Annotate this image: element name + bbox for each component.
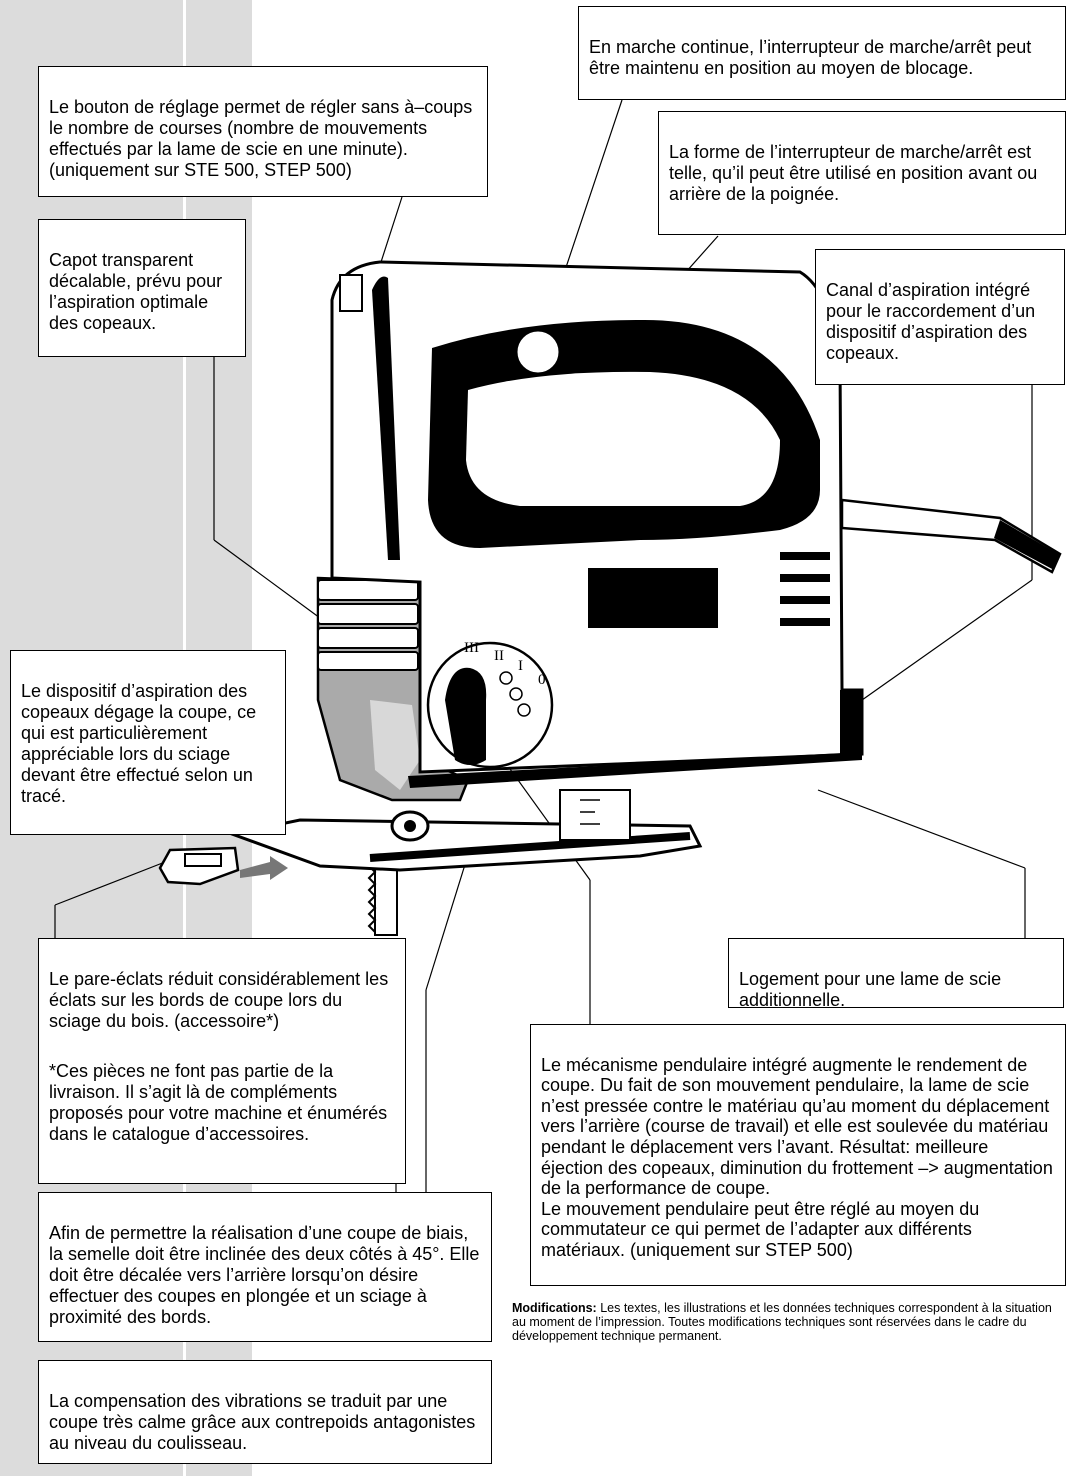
callout-lock-on: En marche continue, l’interrupteur de ma… (578, 6, 1066, 100)
blower-hood (316, 576, 470, 802)
power-cord (840, 498, 1062, 574)
callout-speed-dial: Le bouton de réglage permet de régler sa… (38, 66, 488, 197)
splinter-note-text: *Ces pièces ne font pas partie de la liv… (49, 1061, 388, 1144)
callout-dust-channel: Canal d’aspiration intégré pour le racco… (815, 249, 1065, 385)
housing (330, 260, 864, 788)
callout-pendulum: Le mécanisme pendulaire intégré augmente… (530, 1024, 1066, 1286)
callout-vibration: La compensation des vibrations se tradui… (38, 1360, 492, 1464)
pendulum-text: Le mécanisme pendulaire intégré augmente… (541, 1054, 1053, 1260)
lock-on-text: En marche continue, l’interrupteur de ma… (589, 37, 1032, 78)
dial-marks: III II I 0 (464, 640, 546, 688)
callout-blade-storage: Logement pour une lame de scie additionn… (728, 938, 1064, 1010)
callout-hood: Capot transparent décalable, prévu pour … (38, 219, 246, 357)
modifications-note: Modifications: Les textes, les illustrat… (512, 1301, 1052, 1343)
splinter-guard-text: Le pare-éclats réduit considérablement l… (49, 969, 389, 1031)
modifications-text: Les textes, les illustrations et les don… (512, 1301, 1052, 1343)
dust-channel-text: Canal d’aspiration intégré pour le racco… (826, 280, 1036, 363)
dial-mark-1: I (518, 658, 523, 674)
blade-storage-text: Logement pour une lame de scie additionn… (739, 969, 1002, 1010)
hood-text: Capot transparent décalable, prévu pour … (49, 250, 223, 333)
callout-blower: Le dispositif d’aspiration des copeaux d… (10, 650, 286, 835)
dial-mark-0: 0 (538, 672, 546, 688)
speed-dial-text: Le bouton de réglage permet de régler sa… (49, 97, 473, 180)
callout-switch-shape: La forme de l’interrupteur de marche/arr… (658, 111, 1066, 235)
modifications-label: Modifications: (512, 1301, 597, 1315)
base-plate (226, 789, 703, 872)
dial-mark-3: III (464, 640, 479, 656)
bevel-text: Afin de permettre la réalisation d’une c… (49, 1223, 480, 1327)
dial-mark-2: II (494, 648, 504, 664)
vibration-text: La compensation des vibrations se tradui… (49, 1391, 476, 1453)
switch-shape-text: La forme de l’interrupteur de marche/arr… (669, 142, 1038, 204)
callout-splinter-guard: Le pare-éclats réduit considérablement l… (38, 938, 406, 1184)
blower-text: Le dispositif d’aspiration des copeaux d… (21, 681, 257, 806)
callout-bevel: Afin de permettre la réalisation d’une c… (38, 1192, 492, 1342)
splinter-guard-accessory (158, 846, 288, 886)
